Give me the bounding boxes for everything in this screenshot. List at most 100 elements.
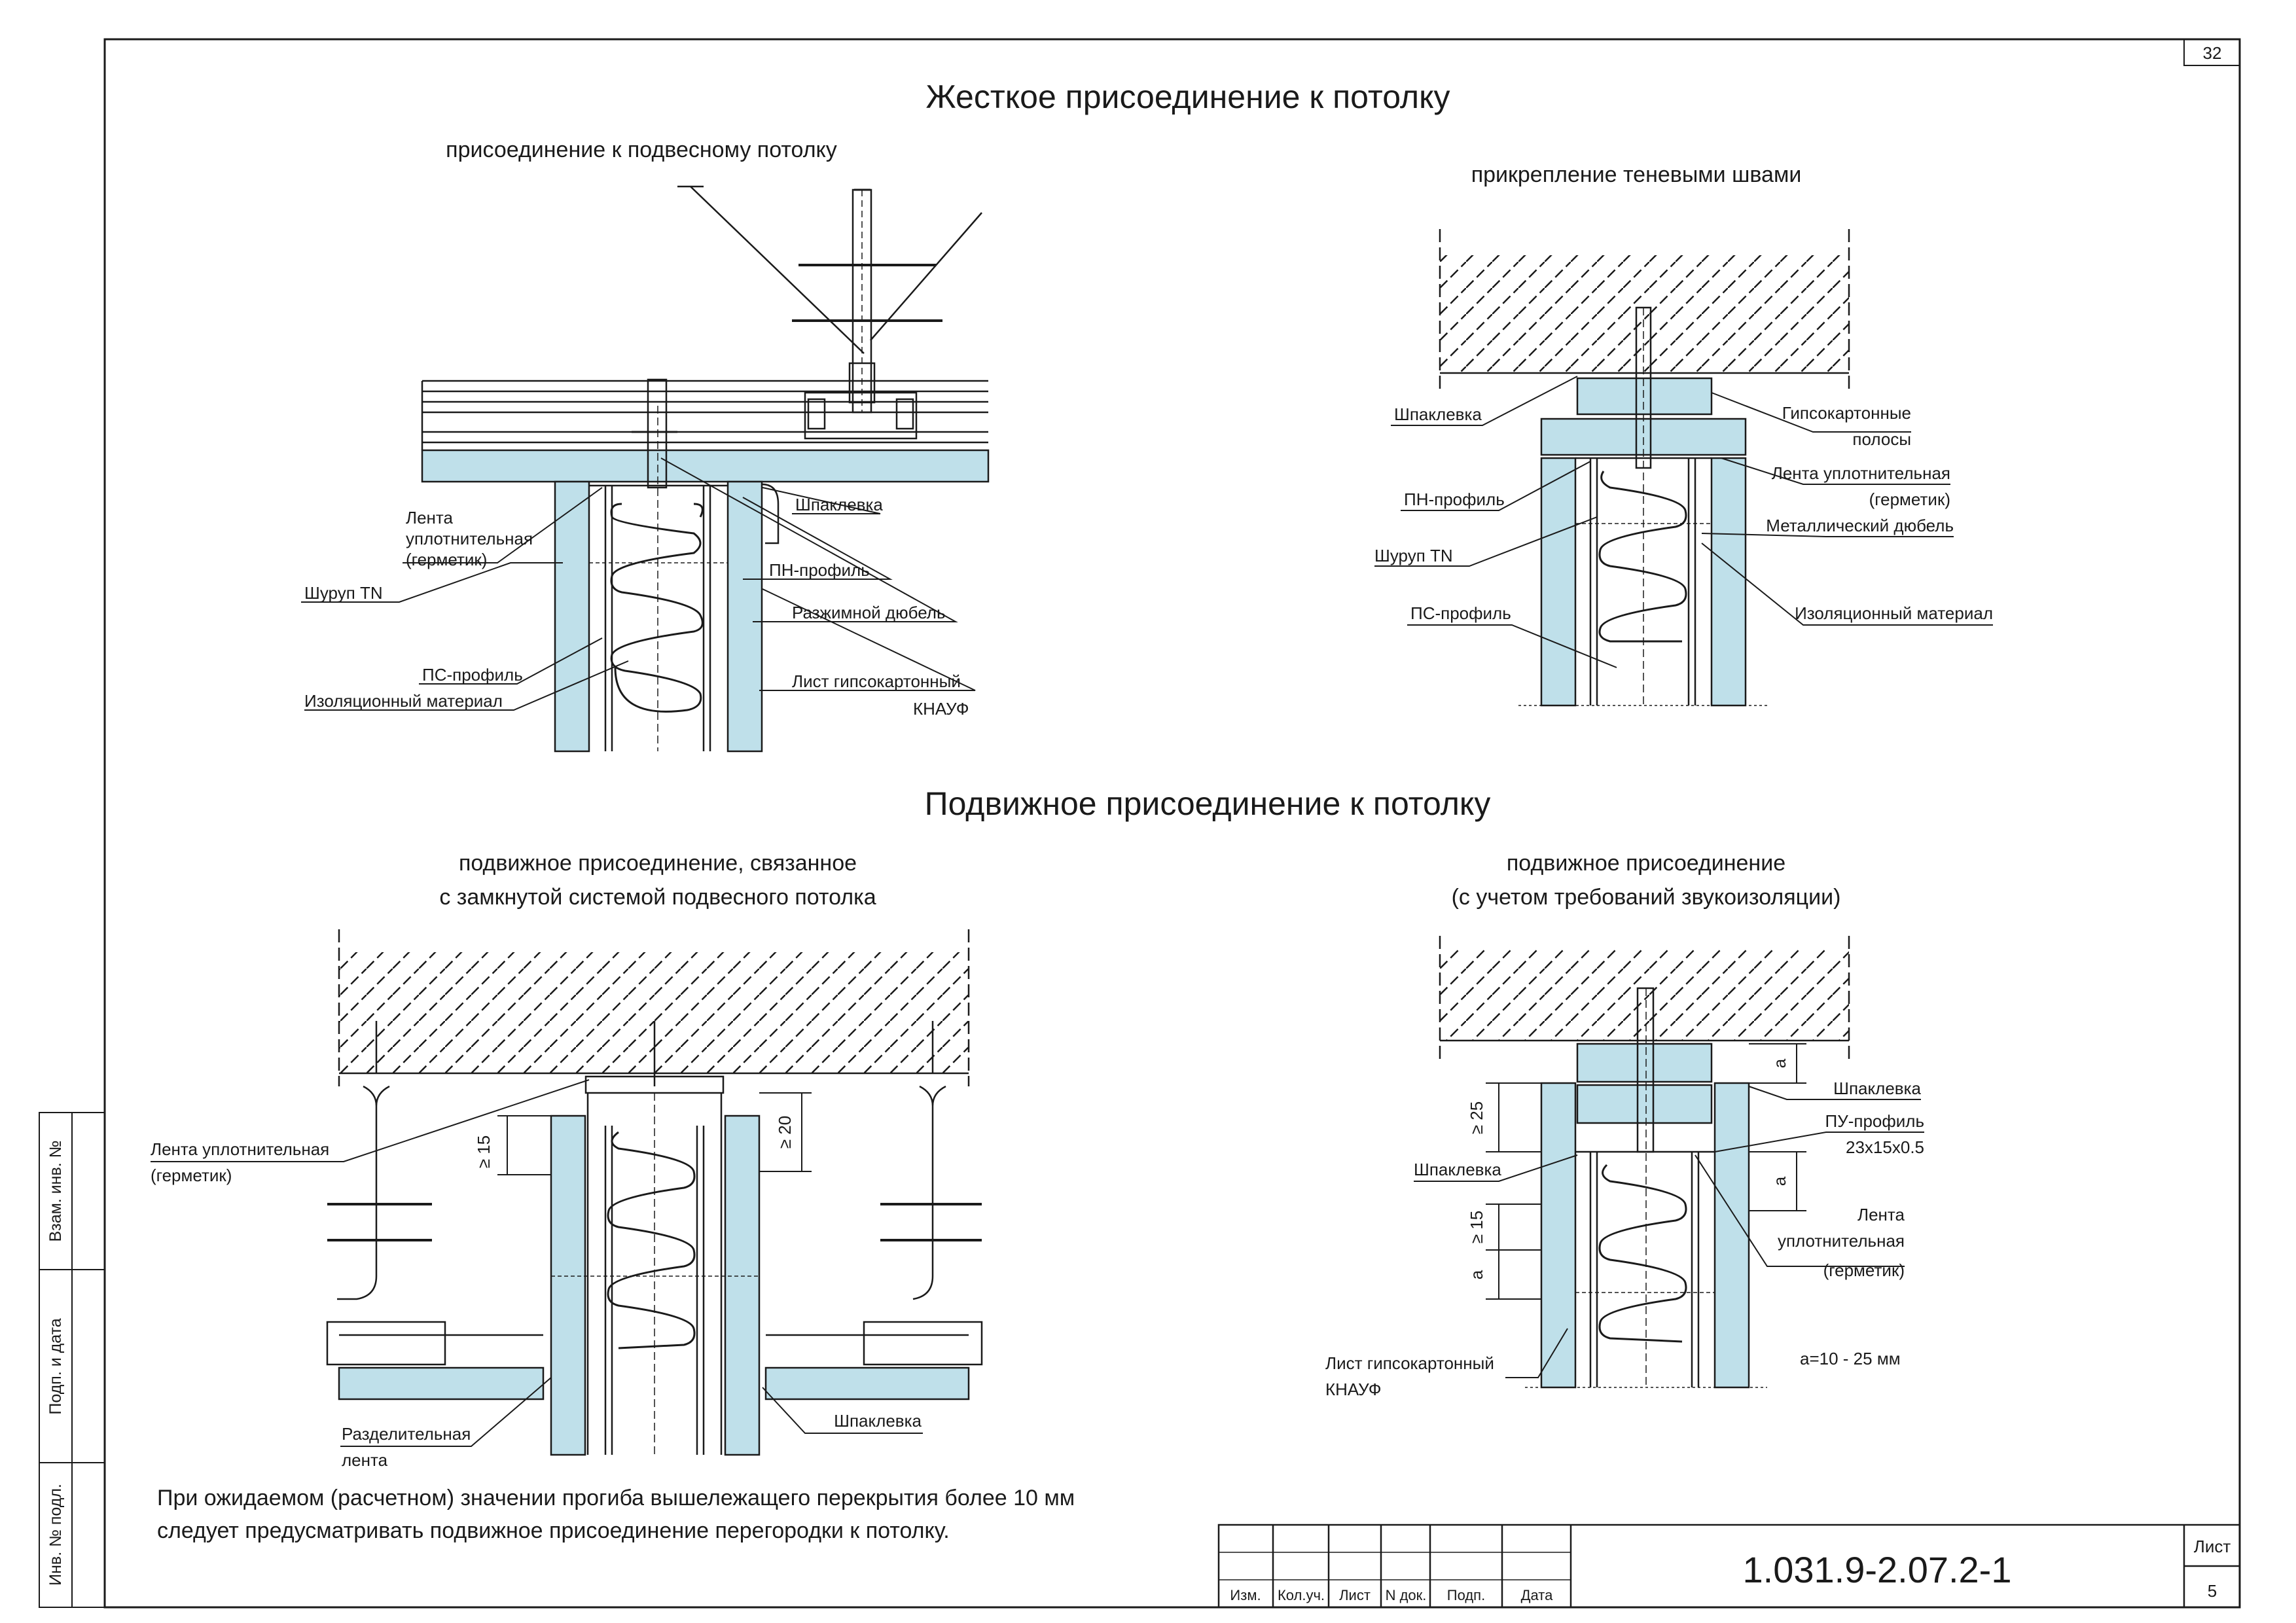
detail-a-label-tape2: уплотнительная xyxy=(406,529,533,548)
title-col-data: Дата xyxy=(1521,1587,1553,1603)
detail-c: подвижное присоединение, связанное с зам… xyxy=(151,851,983,1470)
detail-c-dim-20: ≥ 20 xyxy=(775,1116,795,1149)
detail-a-label-pn: ПН-профиль xyxy=(769,560,870,580)
document-code: 1.031.9-2.07.2-1 xyxy=(1743,1549,2012,1590)
detail-c-label-tape2: (герметик) xyxy=(151,1166,232,1185)
detail-c-label-sep2: лента xyxy=(342,1450,388,1470)
title-col-podp: Подп. xyxy=(1447,1587,1485,1603)
detail-d-wall-board-left xyxy=(1540,1082,1577,1389)
detail-d-insulation xyxy=(1598,1164,1687,1343)
detail-c-frame xyxy=(551,1075,759,1455)
detail-c-wall-board-left xyxy=(550,1115,586,1456)
detail-c-insulation xyxy=(607,1131,696,1349)
detail-d-dim-a-left: a xyxy=(1467,1270,1486,1279)
detail-b-label-tape2: (герметик) xyxy=(1869,490,1950,509)
detail-b-label-tape1: Лента уплотнительная xyxy=(1772,463,1950,483)
detail-d-label-putty-right: Шпаклевка xyxy=(1833,1079,1921,1098)
detail-c-subtitle-1: подвижное присоединение, связанное xyxy=(459,851,857,876)
detail-d-label-tape1: Лента xyxy=(1857,1205,1905,1224)
detail-c-hangers xyxy=(326,1021,983,1366)
detail-d-label-pu2: 23х15х0.5 xyxy=(1846,1137,1924,1157)
detail-b-subtitle: прикрепление теневыми швами xyxy=(1471,162,1802,187)
detail-c-label-sep1: Разделительная xyxy=(342,1424,471,1444)
detail-a-wall-board-left xyxy=(554,480,590,753)
detail-d-label-tape2: уплотнительная xyxy=(1778,1231,1905,1251)
detail-d-dim-15: ≥ 15 xyxy=(1467,1211,1486,1243)
detail-b-label-pn: ПН-профиль xyxy=(1404,490,1505,509)
title-block xyxy=(1217,1524,2241,1609)
detail-c-subtitle-2: с замкнутой системой подвесного потолка xyxy=(439,885,876,910)
detail-a-subtitle: присоединение к подвесному потолку xyxy=(446,137,837,162)
detail-d-slab-edges xyxy=(1439,936,1850,1060)
detail-a-label-dowel: Разжимной дюбель xyxy=(792,603,946,622)
detail-b: прикрепление теневыми швами xyxy=(1374,162,1993,707)
title-col-koluch: Кол.уч. xyxy=(1278,1587,1325,1603)
sheet-frame xyxy=(39,38,2241,1609)
detail-d-label-pu1: ПУ-профиль xyxy=(1825,1111,1925,1131)
corner-number: 32 xyxy=(2203,43,2222,63)
stamp-inv-podl: Инв. № подл. xyxy=(46,1484,65,1586)
detail-d-label-putty-left: Шпаклевка xyxy=(1414,1160,1501,1179)
title-col-ndok: N док. xyxy=(1386,1587,1427,1603)
detail-c-leaders xyxy=(151,1079,923,1447)
detail-d-dim-a-mid: a xyxy=(1770,1176,1789,1186)
detail-b-strip-top xyxy=(1576,377,1713,416)
detail-d-label-sheet2: КНАУФ xyxy=(1325,1380,1382,1399)
sheet-label: Лист xyxy=(2194,1537,2231,1556)
note-line-1: При ожидаемом (расчетном) значении проги… xyxy=(157,1486,1075,1510)
title-col-izm: Изм. xyxy=(1230,1587,1261,1603)
detail-a-label-ps: ПС-профиль xyxy=(422,665,523,685)
stamp-zam-inv: Взам. инв. № xyxy=(46,1141,65,1242)
detail-b-slab xyxy=(1440,255,1849,373)
detail-d-strip-top xyxy=(1576,1043,1713,1083)
detail-a-label-tape1: Лента xyxy=(406,508,453,527)
detail-d-dim-a-top: a xyxy=(1770,1058,1789,1068)
detail-b-wall-board-right xyxy=(1710,457,1747,707)
detail-c-dim-15: ≥ 15 xyxy=(474,1135,493,1168)
detail-c-wall-board-right xyxy=(724,1115,761,1456)
detail-b-label-insul: Изоляционный материал xyxy=(1795,603,1993,623)
detail-d-wall-board-right xyxy=(1713,1082,1750,1389)
detail-b-label-metal: Металлический дюбель xyxy=(1766,516,1954,535)
detail-c-label-putty: Шпаклевка xyxy=(834,1411,922,1431)
detail-a: присоединение к подвесному потолку xyxy=(301,137,990,753)
detail-d-frame xyxy=(1525,987,1767,1388)
note-line-2: следует предусматривать подвижное присое… xyxy=(157,1518,950,1543)
detail-a-label-screw: Шуруп TN xyxy=(304,583,383,603)
detail-a-leaders xyxy=(301,457,976,711)
detail-c-dim-lines xyxy=(497,1092,812,1175)
detail-c-label-tape1: Лента уплотнительная xyxy=(151,1139,329,1159)
detail-b-insulation xyxy=(1598,471,1687,643)
title-movable: Подвижное присоединение к потолку xyxy=(925,785,1491,822)
detail-d: подвижное присоединение (с учетом требов… xyxy=(1325,851,1924,1399)
detail-b-leaders xyxy=(1374,376,1993,668)
detail-d-subtitle-2: (с учетом требований звукоизоляции) xyxy=(1452,885,1841,910)
detail-d-subtitle-1: подвижное присоединение xyxy=(1507,851,1785,876)
detail-d-label-range: a=10 - 25 мм xyxy=(1800,1349,1901,1368)
detail-c-ceiling-board-left xyxy=(338,1366,545,1400)
detail-d-leaders xyxy=(1414,1086,1924,1378)
detail-d-label-tape3: (герметик) xyxy=(1823,1260,1905,1280)
detail-b-wall-board-left xyxy=(1540,457,1577,707)
detail-b-label-putty: Шпаклевка xyxy=(1394,404,1482,424)
detail-d-strip-mid xyxy=(1576,1084,1713,1124)
detail-c-ceiling-board-right xyxy=(764,1366,970,1400)
detail-b-frame xyxy=(1518,306,1767,706)
detail-a-ceiling-profile xyxy=(421,380,988,450)
detail-d-dim-lines xyxy=(1486,1043,1806,1300)
detail-d-dim-25: ≥ 25 xyxy=(1467,1101,1486,1134)
detail-a-label-tape3: (герметик) xyxy=(406,550,487,569)
sheet-number: 5 xyxy=(2208,1581,2217,1601)
detail-b-label-strips1: Гипсокартонные xyxy=(1782,403,1911,423)
detail-a-wall-board-right xyxy=(726,480,763,753)
detail-a-frame xyxy=(589,378,780,751)
detail-a-insulation xyxy=(610,503,704,713)
detail-b-slab-edges xyxy=(1439,229,1850,393)
detail-a-hangers xyxy=(677,185,982,414)
detail-b-label-ps: ПС-профиль xyxy=(1410,603,1511,623)
title-col-list: Лист xyxy=(1339,1587,1371,1603)
stamp-podp-data: Подп. и дата xyxy=(46,1318,65,1414)
detail-b-label-strips2: полосы xyxy=(1852,429,1911,449)
detail-a-label-insul: Изоляционный материал xyxy=(304,691,503,711)
